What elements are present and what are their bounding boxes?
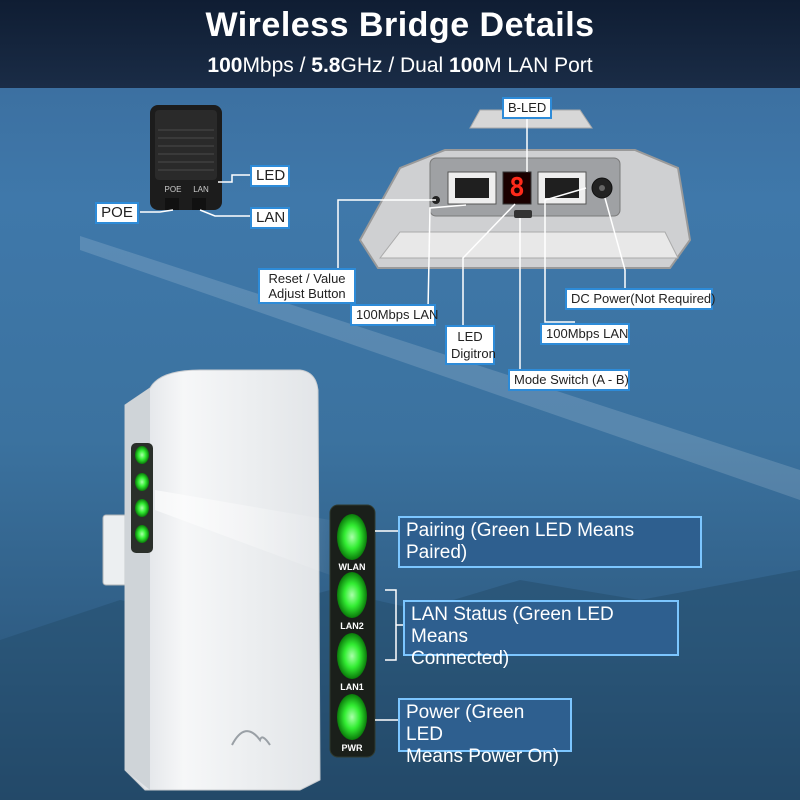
subtitle-port-speed: 100 <box>449 54 485 77</box>
subtitle-frequency-unit: GHz / Dual <box>340 54 450 77</box>
header-banner: Wireless Bridge Details 100Mbps / 5.8GHz… <box>0 0 800 88</box>
callout-dc-power: DC Power(Not Required) <box>565 288 716 310</box>
callout-led-digitron: LED Digitron <box>445 325 496 365</box>
callout-power: Power (Green LED Means Power On) <box>398 698 572 767</box>
led-label-pwr: PWR <box>341 743 363 753</box>
callout-b-led: B-LED <box>502 97 552 119</box>
callout-led: LED <box>250 165 290 187</box>
callout-poe: POE <box>95 202 139 224</box>
callout-lan: LAN <box>250 207 290 229</box>
adapter-port-lan-text: LAN <box>193 185 209 194</box>
zoom-beam <box>155 490 330 575</box>
digitron-display: 8 <box>509 173 525 203</box>
page-title: Wireless Bridge Details <box>205 6 595 44</box>
adapter-port-poe-text: POE <box>164 185 182 194</box>
mountain-silhouette <box>0 570 800 800</box>
page-subtitle: 100Mbps / 5.8GHz / Dual 100M LAN Port <box>0 54 800 78</box>
callout-reset-button: Reset / Value Adjust Button <box>258 268 356 304</box>
device-leader-lines <box>337 114 626 372</box>
callout-lan-status: LAN Status (Green LED Means Connected) <box>403 600 679 669</box>
led-label-lan1: LAN1 <box>340 682 364 692</box>
subtitle-port-text: M LAN Port <box>484 54 593 77</box>
callout-lan-right: 100Mbps LAN <box>540 323 630 345</box>
callout-lan-left: 100Mbps LAN <box>350 304 438 326</box>
subtitle-speed-unit: Mbps / <box>242 54 312 77</box>
subtitle-frequency: 5.8 <box>311 54 341 77</box>
subtitle-speed: 100 <box>207 54 243 77</box>
bridge-device <box>102 369 321 791</box>
poe-adapter <box>150 105 222 210</box>
led-brackets <box>375 530 403 721</box>
bridge-rear-panel <box>358 109 692 269</box>
led-label-lan2: LAN2 <box>340 621 364 631</box>
led-label-wlan: WLAN <box>338 562 366 572</box>
callout-pairing: Pairing (Green LED Means Paired) <box>398 516 702 568</box>
poe-leader-lines <box>140 174 250 217</box>
callout-mode-switch: Mode Switch (A - B) <box>508 369 630 391</box>
led-strip-zoom <box>329 504 376 758</box>
